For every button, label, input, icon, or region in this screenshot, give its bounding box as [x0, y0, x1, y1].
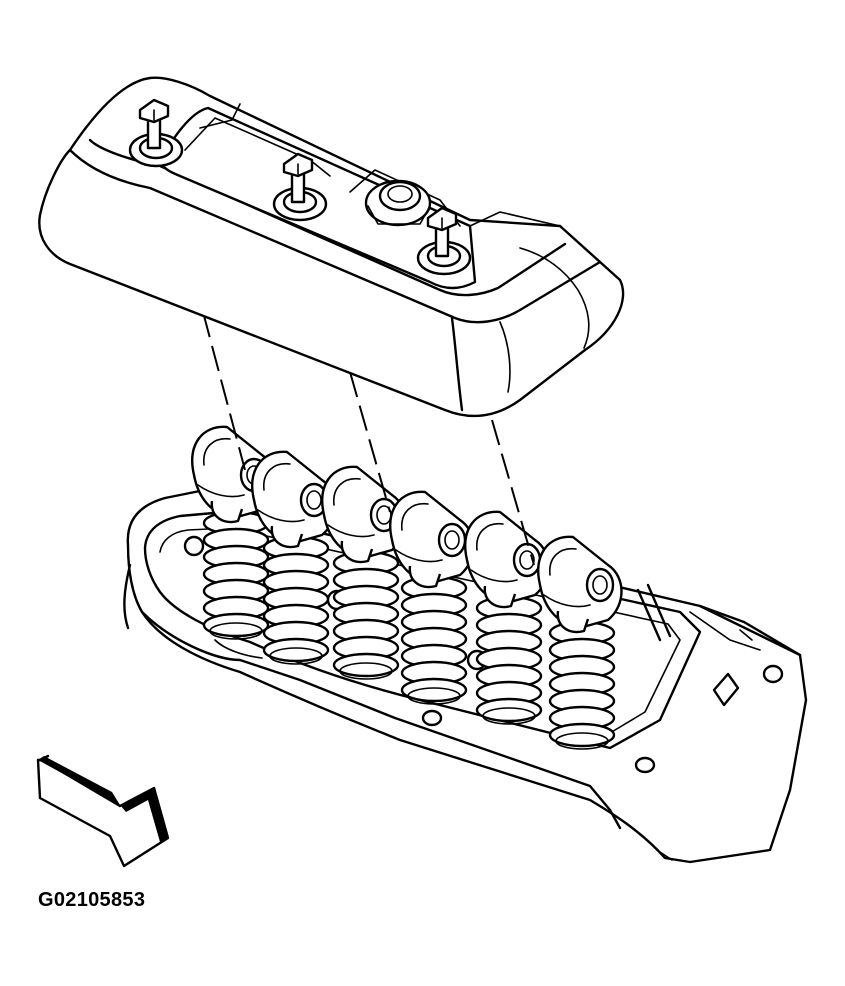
- figure-id: G02105853: [38, 889, 146, 911]
- valve-spring: [548, 620, 616, 750]
- valve-cover: [38, 76, 625, 418]
- valve-spring: [202, 510, 270, 640]
- alignment-lines: [202, 311, 535, 566]
- cover-bolt: [416, 206, 472, 276]
- rocker-arm: [537, 535, 623, 634]
- valve-spring: [400, 575, 468, 705]
- cover-bolt: [128, 98, 184, 168]
- rocker-arm: [321, 465, 407, 564]
- cover-bolts: [128, 98, 472, 276]
- rocker-arm: [464, 510, 550, 609]
- cover-bolt: [272, 152, 328, 222]
- valve-spring: [475, 595, 543, 725]
- valve-spring: [262, 535, 330, 665]
- rocker-arms: [191, 425, 672, 642]
- valve-spring: [332, 550, 400, 680]
- front-direction-arrow-icon: [36, 754, 170, 868]
